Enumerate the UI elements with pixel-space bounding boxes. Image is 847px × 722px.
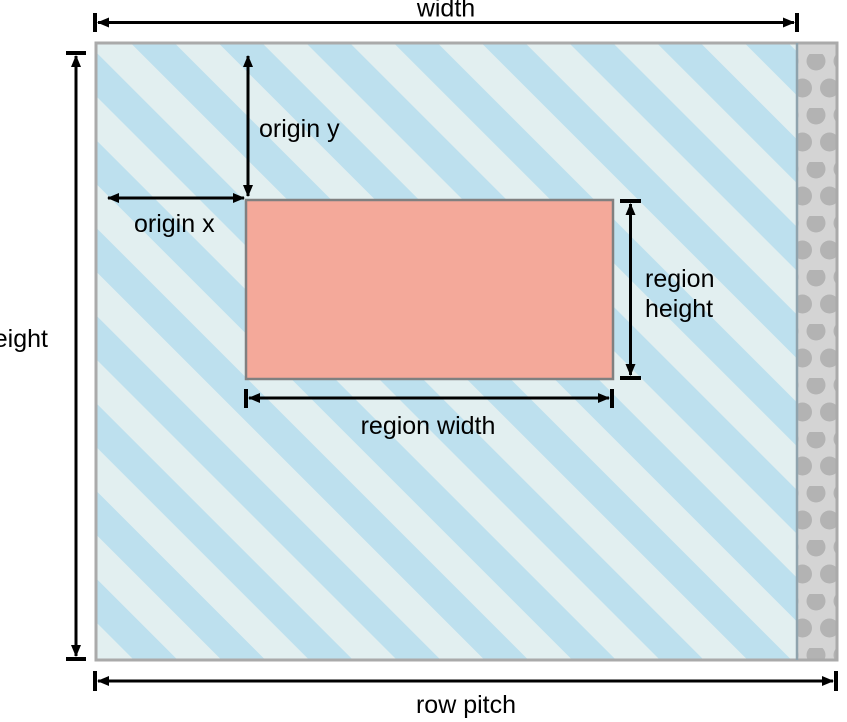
height-label: height <box>0 325 48 353</box>
origin-x-label: origin x <box>134 210 215 238</box>
origin-x-dimension: origin x <box>107 193 245 238</box>
region-width-label: region width <box>361 412 496 440</box>
region-height-label-line2: height <box>645 295 713 323</box>
region-height-label-line1: region <box>645 265 715 293</box>
width-dimension: width <box>93 0 799 32</box>
row-pitch-padding-area <box>797 43 837 660</box>
region-height-dimension: region height <box>620 199 715 380</box>
region-width-dimension: region width <box>244 389 614 440</box>
height-dimension: height <box>0 51 86 661</box>
origin-y-dimension: origin y <box>243 55 340 197</box>
row-pitch-dimension: row pitch <box>93 671 838 719</box>
selected-region-rect[interactable] <box>244 198 615 381</box>
image-buffer <box>94 41 839 662</box>
row-pitch-label: row pitch <box>416 691 516 719</box>
width-label: width <box>416 0 475 23</box>
buffer-outline <box>94 41 839 662</box>
origin-y-label: origin y <box>259 115 340 143</box>
